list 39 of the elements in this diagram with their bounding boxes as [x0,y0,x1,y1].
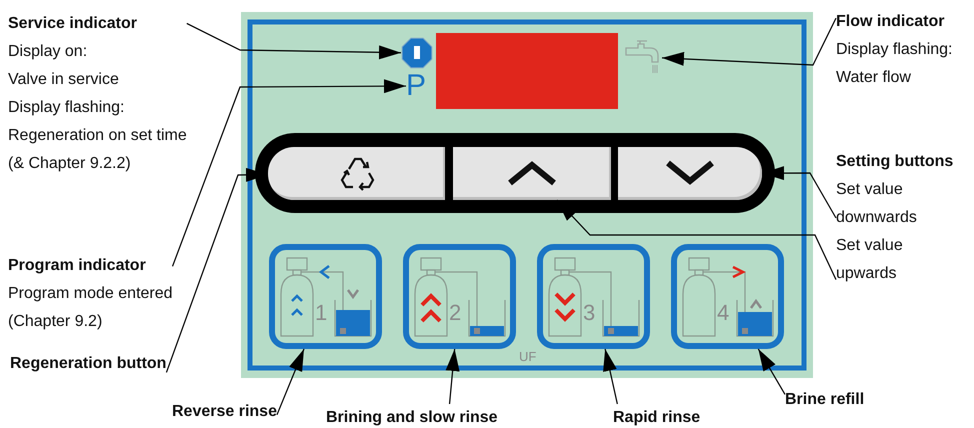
panel-button [618,147,762,200]
callout-heading: Program indicator [8,256,147,276]
leader-arrow [603,348,618,404]
callout-text: Display on: [8,42,88,62]
callout-heading: Brining and slow rinse [326,408,498,428]
leader-arrow [556,200,837,280]
leader-arrow [276,348,305,416]
program-button: 3 [537,244,650,349]
panel-button [453,147,611,200]
callout-heading: Regeneration button [10,354,166,374]
callout-text: Program mode entered [8,284,173,304]
leader-arrow [758,348,786,395]
callout-heading: Brine refill [785,390,864,410]
callout-heading: Rapid rinse [613,408,700,428]
callout-text: Display flashing: [836,40,952,60]
callout-text: (& Chapter 9.2.2) [8,154,132,174]
program-button: 2 [403,244,516,349]
panel-button [268,147,445,200]
program-button: 1 [269,244,382,349]
callout-text: Regeneration on set time [8,126,187,146]
callout-heading: Setting buttons [836,152,954,172]
leader-arrow [662,18,837,66]
button-bar [255,133,775,213]
callout-heading: Service indicator [8,14,138,34]
leader-arrow [186,22,402,60]
leader-arrow [446,348,460,404]
leader-arrow [172,79,406,266]
callout-text: Display flashing: [8,98,126,118]
callout-text: Valve in service [8,70,120,90]
display-screen [436,33,618,109]
callout-text: Water flow [836,68,912,88]
callout-text: Set value downwards [836,180,918,228]
callout-heading: Flow indicator [836,12,946,32]
callout-heading: Reverse rinse [172,402,277,422]
callout-text: (Chapter 9.2) [8,312,104,332]
program-button: 4 [671,244,784,349]
panel-label: UF [519,349,536,364]
indicator-letter: P [406,68,428,104]
callout-text: Set value upwards [836,236,904,284]
